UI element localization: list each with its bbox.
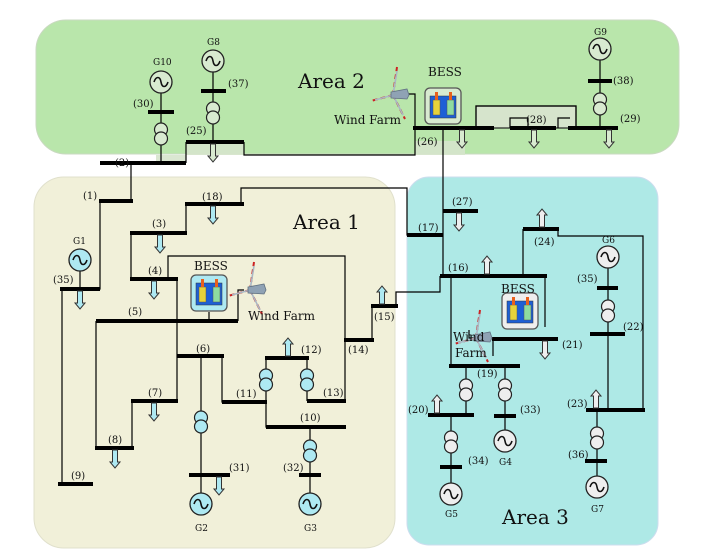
bus-label-1: (1)	[83, 191, 97, 202]
bess-battery-icon	[424, 87, 462, 125]
transformer-icon	[205, 101, 221, 125]
wind-label-area3: Wind	[453, 330, 485, 344]
generator-label-g8: G8	[207, 38, 220, 48]
bus-label-18: (18)	[202, 192, 223, 203]
generator-icon	[189, 492, 213, 516]
bus-label-22: (22)	[623, 322, 644, 333]
bus-labels: (2) (25) (26) (28) (29) (30) (37) (38) (…	[53, 76, 644, 482]
generator-label-g6: G6	[602, 236, 615, 246]
bess-label-area1: BESS	[194, 259, 228, 273]
transformer-icon	[592, 92, 608, 116]
bus-label-19: (19)	[477, 369, 498, 380]
generator-icon	[493, 429, 517, 453]
bus-label-8: (8)	[108, 435, 122, 446]
transformer-icon	[443, 430, 459, 454]
bus-label-37: (37)	[228, 79, 249, 90]
transformer-icon	[153, 122, 169, 146]
bus-label-17: (17)	[418, 223, 439, 234]
bus-label-12: (12)	[301, 345, 322, 356]
bess-battery-icon	[190, 274, 228, 312]
generator-label-g10: G10	[153, 58, 172, 68]
wind-farm-label-area2: Wind Farm	[334, 113, 402, 127]
transformer-icon	[193, 410, 209, 434]
transformer-icon	[299, 368, 315, 392]
transformer-icon	[589, 426, 605, 450]
generator-icon	[585, 475, 609, 499]
generator-icon	[68, 248, 92, 272]
farm-label-area3: Farm	[455, 346, 487, 360]
bus-label-16: (16)	[448, 263, 469, 274]
generator-labels: G10 G8 G9 G1 G2 G3 G4 G5 G6 G7	[73, 28, 615, 534]
bus-label-24: (24)	[534, 237, 555, 248]
bus-label-30: (30)	[133, 99, 154, 110]
generator-label-g7: G7	[591, 505, 604, 515]
bus-label-31: (31)	[229, 463, 250, 474]
bus-label-9: (9)	[71, 471, 85, 482]
area-3-label: Area 3	[501, 505, 569, 529]
bus-label-7: (7)	[148, 388, 162, 399]
generator-label-g3: G3	[304, 524, 317, 534]
bus-label-32: (32)	[283, 463, 304, 474]
generator-label-g9: G9	[594, 28, 607, 38]
generator-label-g5: G5	[445, 510, 458, 520]
generator-label-g4: G4	[499, 458, 512, 468]
bus-label-36: (36)	[568, 450, 589, 461]
bus-label-21: (21)	[562, 340, 583, 351]
bus-label-27: (27)	[452, 197, 473, 208]
bus-label-3: (3)	[152, 219, 166, 230]
generator-icon	[298, 492, 322, 516]
bus-label-29: (29)	[620, 114, 641, 125]
generator-icon	[588, 37, 612, 61]
generator-icon	[439, 482, 463, 506]
buses	[58, 79, 645, 486]
bus-label-2: (2)	[115, 158, 129, 169]
bus-label-13: (13)	[323, 388, 344, 399]
bess-battery-icon	[501, 292, 539, 330]
area-1-label: Area 1	[292, 210, 360, 234]
generator-label-g1: G1	[73, 237, 86, 247]
bus-label-25: (25)	[186, 126, 207, 137]
bus-label-20: (20)	[408, 405, 429, 416]
transformer-icon	[302, 439, 318, 463]
bess-label-area3: BESS	[501, 282, 535, 296]
area-2-label: Area 2	[297, 69, 365, 93]
bus-label-5: (5)	[128, 307, 142, 318]
area-3-region	[406, 176, 659, 546]
generator-label-g2: G2	[195, 524, 208, 534]
bess-label-area2: BESS	[428, 65, 462, 79]
bus-label-10: (10)	[300, 413, 321, 424]
bus-label-33: (33)	[520, 405, 541, 416]
bus-label-23: (23)	[567, 399, 588, 410]
wind-farm-label-area1: Wind Farm	[248, 309, 316, 323]
generator-icon	[149, 70, 173, 94]
transformer-icon	[600, 299, 616, 323]
bus-label-4: (4)	[148, 266, 162, 277]
bus-label-26: (26)	[417, 137, 438, 148]
area-2-tieline-shade	[156, 141, 465, 163]
bus-label-38: (38)	[613, 76, 634, 87]
transformer-icon	[458, 378, 474, 402]
bus-label-14: (14)	[348, 345, 369, 356]
bus-label-11: (11)	[236, 389, 257, 400]
generator-icon	[201, 49, 225, 73]
transformer-icon	[497, 378, 513, 402]
bus-label-35-area1: (35)	[53, 275, 74, 286]
bus-label-28: (28)	[526, 115, 547, 126]
bus-label-35-area3: (35)	[577, 274, 598, 285]
generator-icon	[596, 245, 620, 269]
transformer-icon	[258, 368, 274, 392]
bus-label-6: (6)	[196, 344, 210, 355]
bus-label-15: (15)	[374, 312, 395, 323]
bus-label-34: (34)	[468, 456, 489, 467]
